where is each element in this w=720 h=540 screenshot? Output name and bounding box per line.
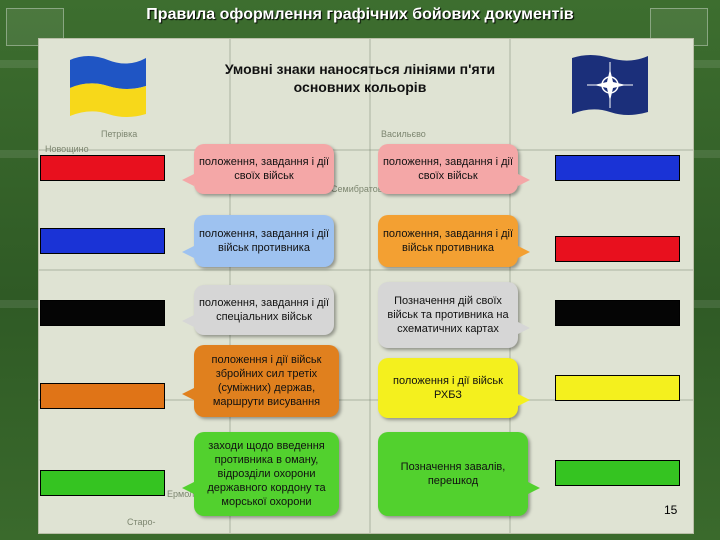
subtitle: Умовні знаки наносяться лініями п'яти ос… [160,60,560,96]
right-bubble-text: Позначення дій своїх військ та противник… [387,295,509,335]
right-bubble-rchbz: положення і дії військ РХБЗ [378,358,530,418]
left-bubble-special-forces: положення, завдання і дії спеціальних ві… [182,285,334,335]
right-bubble-text: Позначення завалів, перешкод [400,461,506,487]
right-swatch-yellow [555,375,680,401]
left-bubble-text: положення, завдання і дії своїх військ [198,156,330,182]
map-label: Васильєво [381,129,426,139]
right-swatch-red [555,236,680,262]
left-swatch-black [40,300,165,326]
right-bubble-enemy-forces: положення, завдання і дії військ противн… [378,215,530,267]
left-bubble-third-states: положення і дії військ збройних сил трет… [182,345,339,417]
left-bubble-text: положення, завдання і дії військ противн… [198,228,330,254]
left-swatch-orange [40,383,165,409]
right-swatch-blue [555,155,680,181]
right-bubble-own-forces: положення, завдання і дії своїх військ [378,144,530,194]
right-bubble-text: положення, завдання і дії своїх військ [382,156,514,182]
right-bubble-schematic-maps: Позначення дій своїх військ та противник… [378,282,530,348]
page-number: 15 [664,503,678,517]
left-swatch-red [40,155,165,181]
right-swatch-green [555,460,680,486]
subtitle-line-1: Умовні знаки наносяться лініями п'яти [224,61,496,77]
page-title: Правила оформлення графічних бойових док… [146,6,574,23]
left-bubble-enemy-forces: положення, завдання і дії військ противн… [182,215,334,267]
right-bubble-obstacles: Позначення завалів, перешкод [378,432,540,516]
subtitle-line-2: основних кольорів [293,79,427,95]
left-swatch-blue [40,228,165,254]
map-panel: Петрівка Васильєво Новощино Семибратово … [38,38,694,534]
right-bubble-text: положення, завдання і дії військ противн… [382,228,514,254]
left-bubble-text: заходи щодо введення противника в оману,… [207,440,326,508]
map-label: Петрівка [101,129,138,139]
left-bubble-deception: заходи щодо введення противника в оману,… [182,432,339,516]
map-label: Новощино [45,144,89,154]
right-bubble-text: положення і дії військ РХБЗ [393,375,503,401]
right-swatch-black [555,300,680,326]
left-bubble-text: положення і дії військ збройних сил трет… [211,354,322,408]
left-bubble-text: положення, завдання і дії спеціальних ві… [198,297,330,323]
map-label: Старо- [127,517,156,527]
ukraine-flag-icon [70,56,146,117]
nato-flag-icon [572,55,648,115]
left-bubble-own-forces: положення, завдання і дії своїх військ [182,144,334,194]
left-swatch-green [40,470,165,496]
decor-corner-tl [6,8,64,46]
map-label: Семибратово [331,184,388,194]
